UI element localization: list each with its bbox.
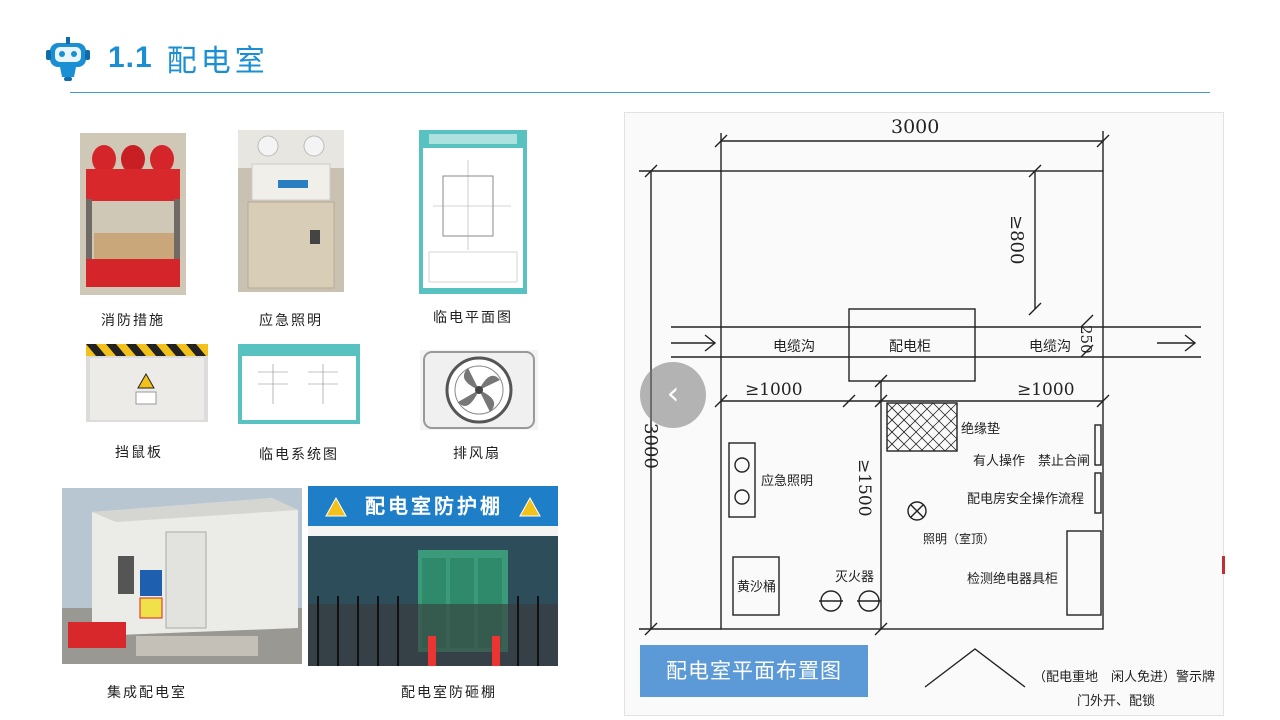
dim-1500-label: ≥1500 xyxy=(854,459,874,517)
exhaust-fan-photo xyxy=(420,350,538,430)
tool-cabinet-label: 检测绝电器具柜 xyxy=(967,571,1058,587)
dim-left-label: 3000 xyxy=(640,423,661,469)
floor-plan-caption: 配电室平面布置图 xyxy=(640,645,868,697)
previous-slide-button[interactable]: ‹ xyxy=(640,362,706,428)
temp-power-system-photo xyxy=(238,344,360,424)
header-divider xyxy=(70,92,1210,93)
section-header: 1.1 配电室 xyxy=(44,32,269,84)
protective-shed-label: 配电室防砸棚 xyxy=(401,685,497,701)
robot-mascot-icon xyxy=(46,37,90,81)
cabinet-label: 配电柜 xyxy=(889,339,931,355)
exhaust-fan-label: 排风扇 xyxy=(453,446,501,462)
page-title: 配电室 xyxy=(166,44,269,79)
insulation-mat-label: 绝缘垫 xyxy=(961,421,1000,437)
emergency-lighting-plan-label: 应急照明 xyxy=(761,473,813,489)
rodent-guard-label: 挡鼠板 xyxy=(115,445,163,461)
dim-1000-left-label: ≥1000 xyxy=(745,380,803,400)
temp-power-plan-label: 临电平面图 xyxy=(433,310,513,326)
notice-two-label: 配电房安全操作流程 xyxy=(967,491,1084,507)
floor-plan-drawing: 3000 3000 ≥800 250 电缆沟 配电柜 电缆沟 ≥1000 ≥10… xyxy=(624,112,1224,716)
lighting-plan-label: 照明（室顶） xyxy=(923,531,995,546)
dim-800-label: ≥800 xyxy=(1006,215,1027,264)
integrated-room-label: 集成配电室 xyxy=(107,685,187,701)
rodent-guard-photo xyxy=(86,344,208,422)
temp-power-system-label: 临电系统图 xyxy=(259,447,339,463)
emergency-lighting-label: 应急照明 xyxy=(259,313,323,329)
edge-mark xyxy=(1222,556,1225,574)
cable-trench-left-label: 电缆沟 xyxy=(773,339,815,355)
chevron-left-icon: ‹ xyxy=(666,374,680,412)
dim-top-label: 3000 xyxy=(891,116,939,138)
protective-shed-banner: 配电室防护棚 xyxy=(365,494,503,518)
notice-one-label: 有人操作 禁止合闸 xyxy=(973,453,1090,469)
warning-sign-line2: 门外开、配锁 xyxy=(1077,693,1155,709)
dim-1000-right-label: ≥1000 xyxy=(1017,380,1075,400)
fire-measures-photo xyxy=(80,133,186,295)
sand-bucket-label: 黄沙桶 xyxy=(737,580,776,595)
extinguisher-label: 灭火器 xyxy=(835,570,874,585)
fire-measures-label: 消防措施 xyxy=(101,313,165,329)
section-number: 1.1 xyxy=(108,41,153,74)
protective-shed-photo: 配电室防护棚 xyxy=(308,486,558,666)
dim-250-label: 250 xyxy=(1077,325,1095,354)
warning-sign-line1: （配电重地 闲人免进）警示牌 xyxy=(1033,669,1215,685)
integrated-room-photo xyxy=(62,488,302,664)
cable-trench-right-label: 电缆沟 xyxy=(1029,339,1071,355)
temp-power-plan-photo xyxy=(419,130,527,294)
emergency-lighting-photo xyxy=(238,130,344,292)
